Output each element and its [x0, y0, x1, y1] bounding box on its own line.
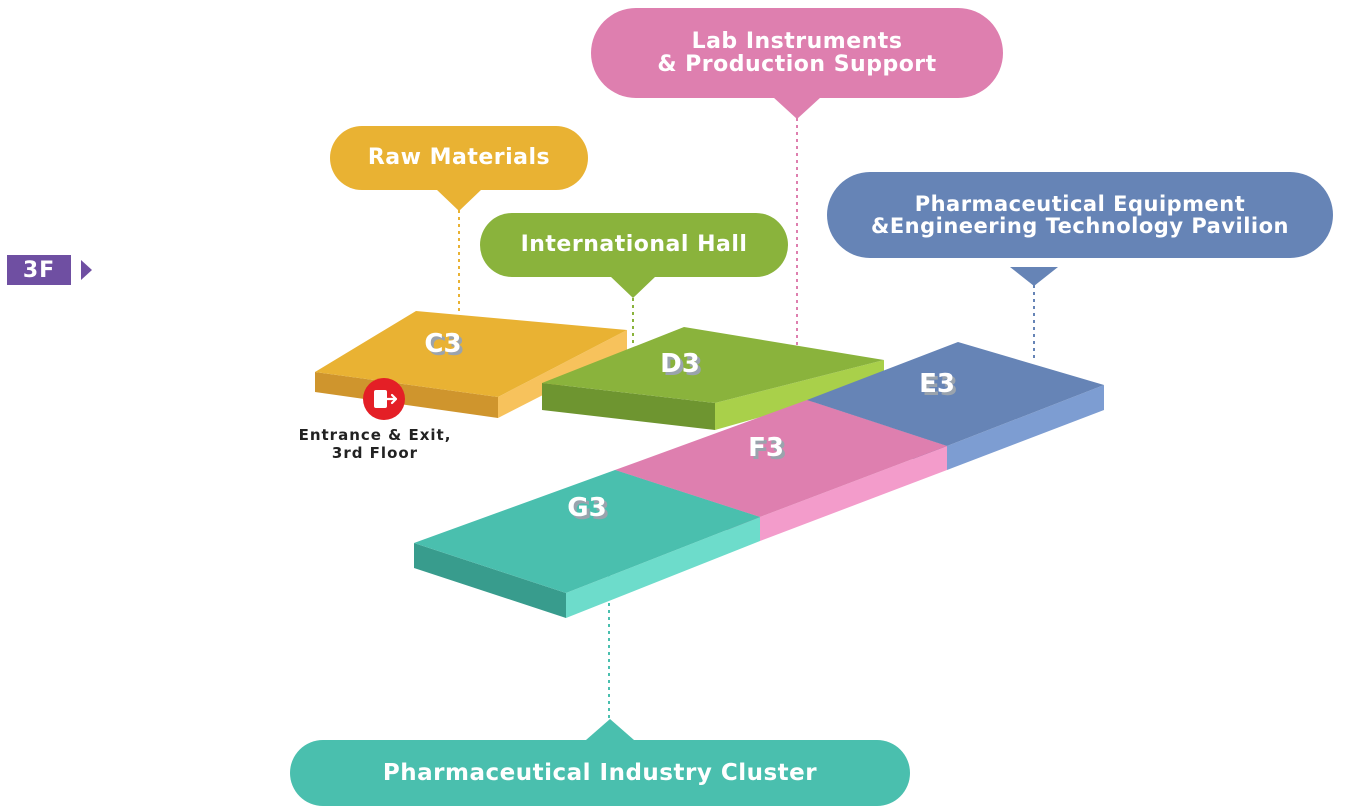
hall-g3-side	[566, 517, 760, 618]
pharma-equipment-line1: Pharmaceutical Equipment	[914, 191, 1246, 216]
pharma-equipment-callout[interactable]: Pharmaceutical Equipment &Engineering Te…	[827, 172, 1333, 258]
raw-materials-callout[interactable]: Raw Materials	[330, 126, 588, 190]
hall-c3[interactable]	[315, 311, 627, 418]
hall-c3-side	[498, 330, 627, 418]
pharma-equipment-line2: &Engineering Technology Pavilion	[871, 214, 1289, 238]
hall-d3-label: D3	[660, 349, 700, 379]
raw-materials-text: Raw Materials	[367, 145, 551, 171]
hall-d3-label-shadow: D3	[663, 352, 703, 382]
lab-instruments-callout[interactable]: Lab Instruments & Production Support	[591, 8, 1003, 98]
hall-g3-front	[414, 543, 566, 618]
pharma-cluster-tail	[586, 719, 634, 740]
hall-c3-label: C3	[424, 329, 461, 359]
lab-instruments-line2: & Production Support	[657, 52, 937, 77]
hall-e3-top	[807, 342, 1104, 446]
floor-badge: 3F	[7, 255, 71, 285]
raw-materials-tail	[436, 189, 482, 211]
pharma-equipment-tail	[1010, 267, 1058, 286]
international-hall-text: International Hall	[520, 232, 748, 258]
entrance-label: Entrance & Exit, 3rd Floor	[270, 426, 480, 462]
hall-g3-label: G3	[567, 493, 606, 523]
hall-f3-label-shadow: F3	[751, 436, 787, 466]
hall-c3-top	[315, 311, 627, 397]
hall-d3[interactable]	[542, 327, 884, 430]
international-hall-callout[interactable]: International Hall	[480, 213, 788, 277]
exit-door-icon[interactable]	[363, 378, 405, 420]
hall-e3-side	[947, 385, 1104, 470]
hall-f3-side	[760, 446, 947, 541]
hall-e3-label: E3	[919, 369, 955, 399]
hall-f3-top	[615, 400, 947, 517]
pharma-cluster-callout[interactable]: Pharmaceutical Industry Cluster	[290, 740, 910, 806]
entrance-label-line2: 3rd Floor	[331, 444, 419, 462]
lab-instruments-tail	[773, 97, 821, 119]
hall-d3-front	[542, 383, 715, 430]
hall-g3-top	[414, 470, 760, 593]
international-hall-tail	[610, 276, 656, 298]
pharma-cluster-text: Pharmaceutical Industry Cluster	[382, 759, 818, 786]
hall-c3-front	[315, 372, 498, 418]
lab-instruments-line1: Lab Instruments	[691, 28, 903, 54]
floor-arrow-icon	[81, 260, 92, 280]
hall-g3-label-shadow: G3	[570, 496, 609, 526]
hall-e3-label-shadow: E3	[922, 372, 958, 402]
entrance-label-line1: Entrance & Exit,	[298, 426, 452, 444]
hall-d3-top	[542, 327, 884, 403]
hall-g3[interactable]	[414, 470, 760, 618]
hall-d3-side	[715, 360, 884, 430]
hall-f3-label: F3	[748, 433, 784, 463]
hall-c3-label-shadow: C3	[427, 332, 464, 362]
